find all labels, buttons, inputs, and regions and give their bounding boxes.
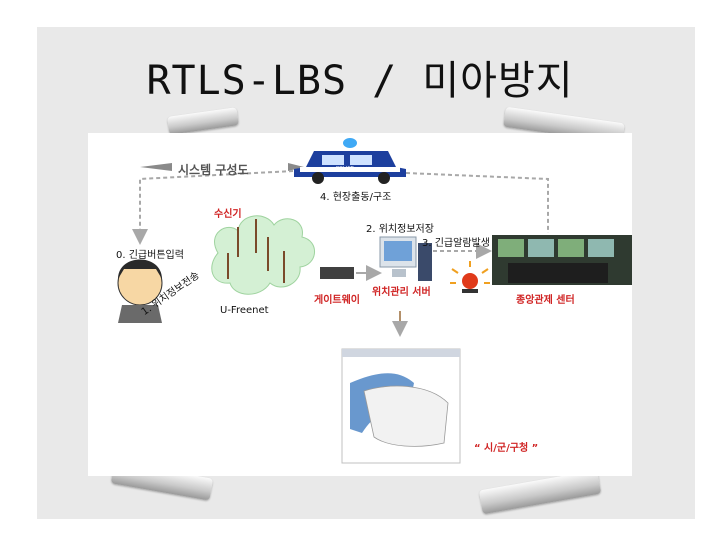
network-label: U-Freenet [220,305,269,316]
step4-label: 4. 현장출동/구조 [320,188,391,203]
police-car-text: POLICE [336,166,354,172]
step2-label: 2. 위치정보저장 [366,220,434,235]
child-character-icon [118,260,162,324]
police-car-icon [294,138,406,184]
step3-label: 3. 긴급알람발생 [422,234,490,249]
banner-label: 시스템 구성도 [178,161,248,178]
alarm-siren-icon [450,261,490,293]
step0-label: 0. 긴급버튼입력 [116,246,184,261]
control-center-label: 종앙관제 센터 [516,291,575,306]
gateway-label: 게이트웨이 [314,291,360,306]
city-map-window [342,349,460,463]
slide-title: RTLS-LBS / 미아방지 [0,48,720,106]
gateway-device-icon [320,267,354,279]
office-label: “ 시/군/구청 ” [474,439,538,454]
control-center-icon [492,235,632,285]
server-label: 위치관리 서버 [372,283,431,298]
u-freenet-cloud-icon [212,216,315,294]
receiver-label: 수신기 [214,205,242,220]
system-diagram: 시스템 구성도 POLICE 4. 현장출동/구조 수신기 0. 긴급버튼입력 … [88,133,632,476]
